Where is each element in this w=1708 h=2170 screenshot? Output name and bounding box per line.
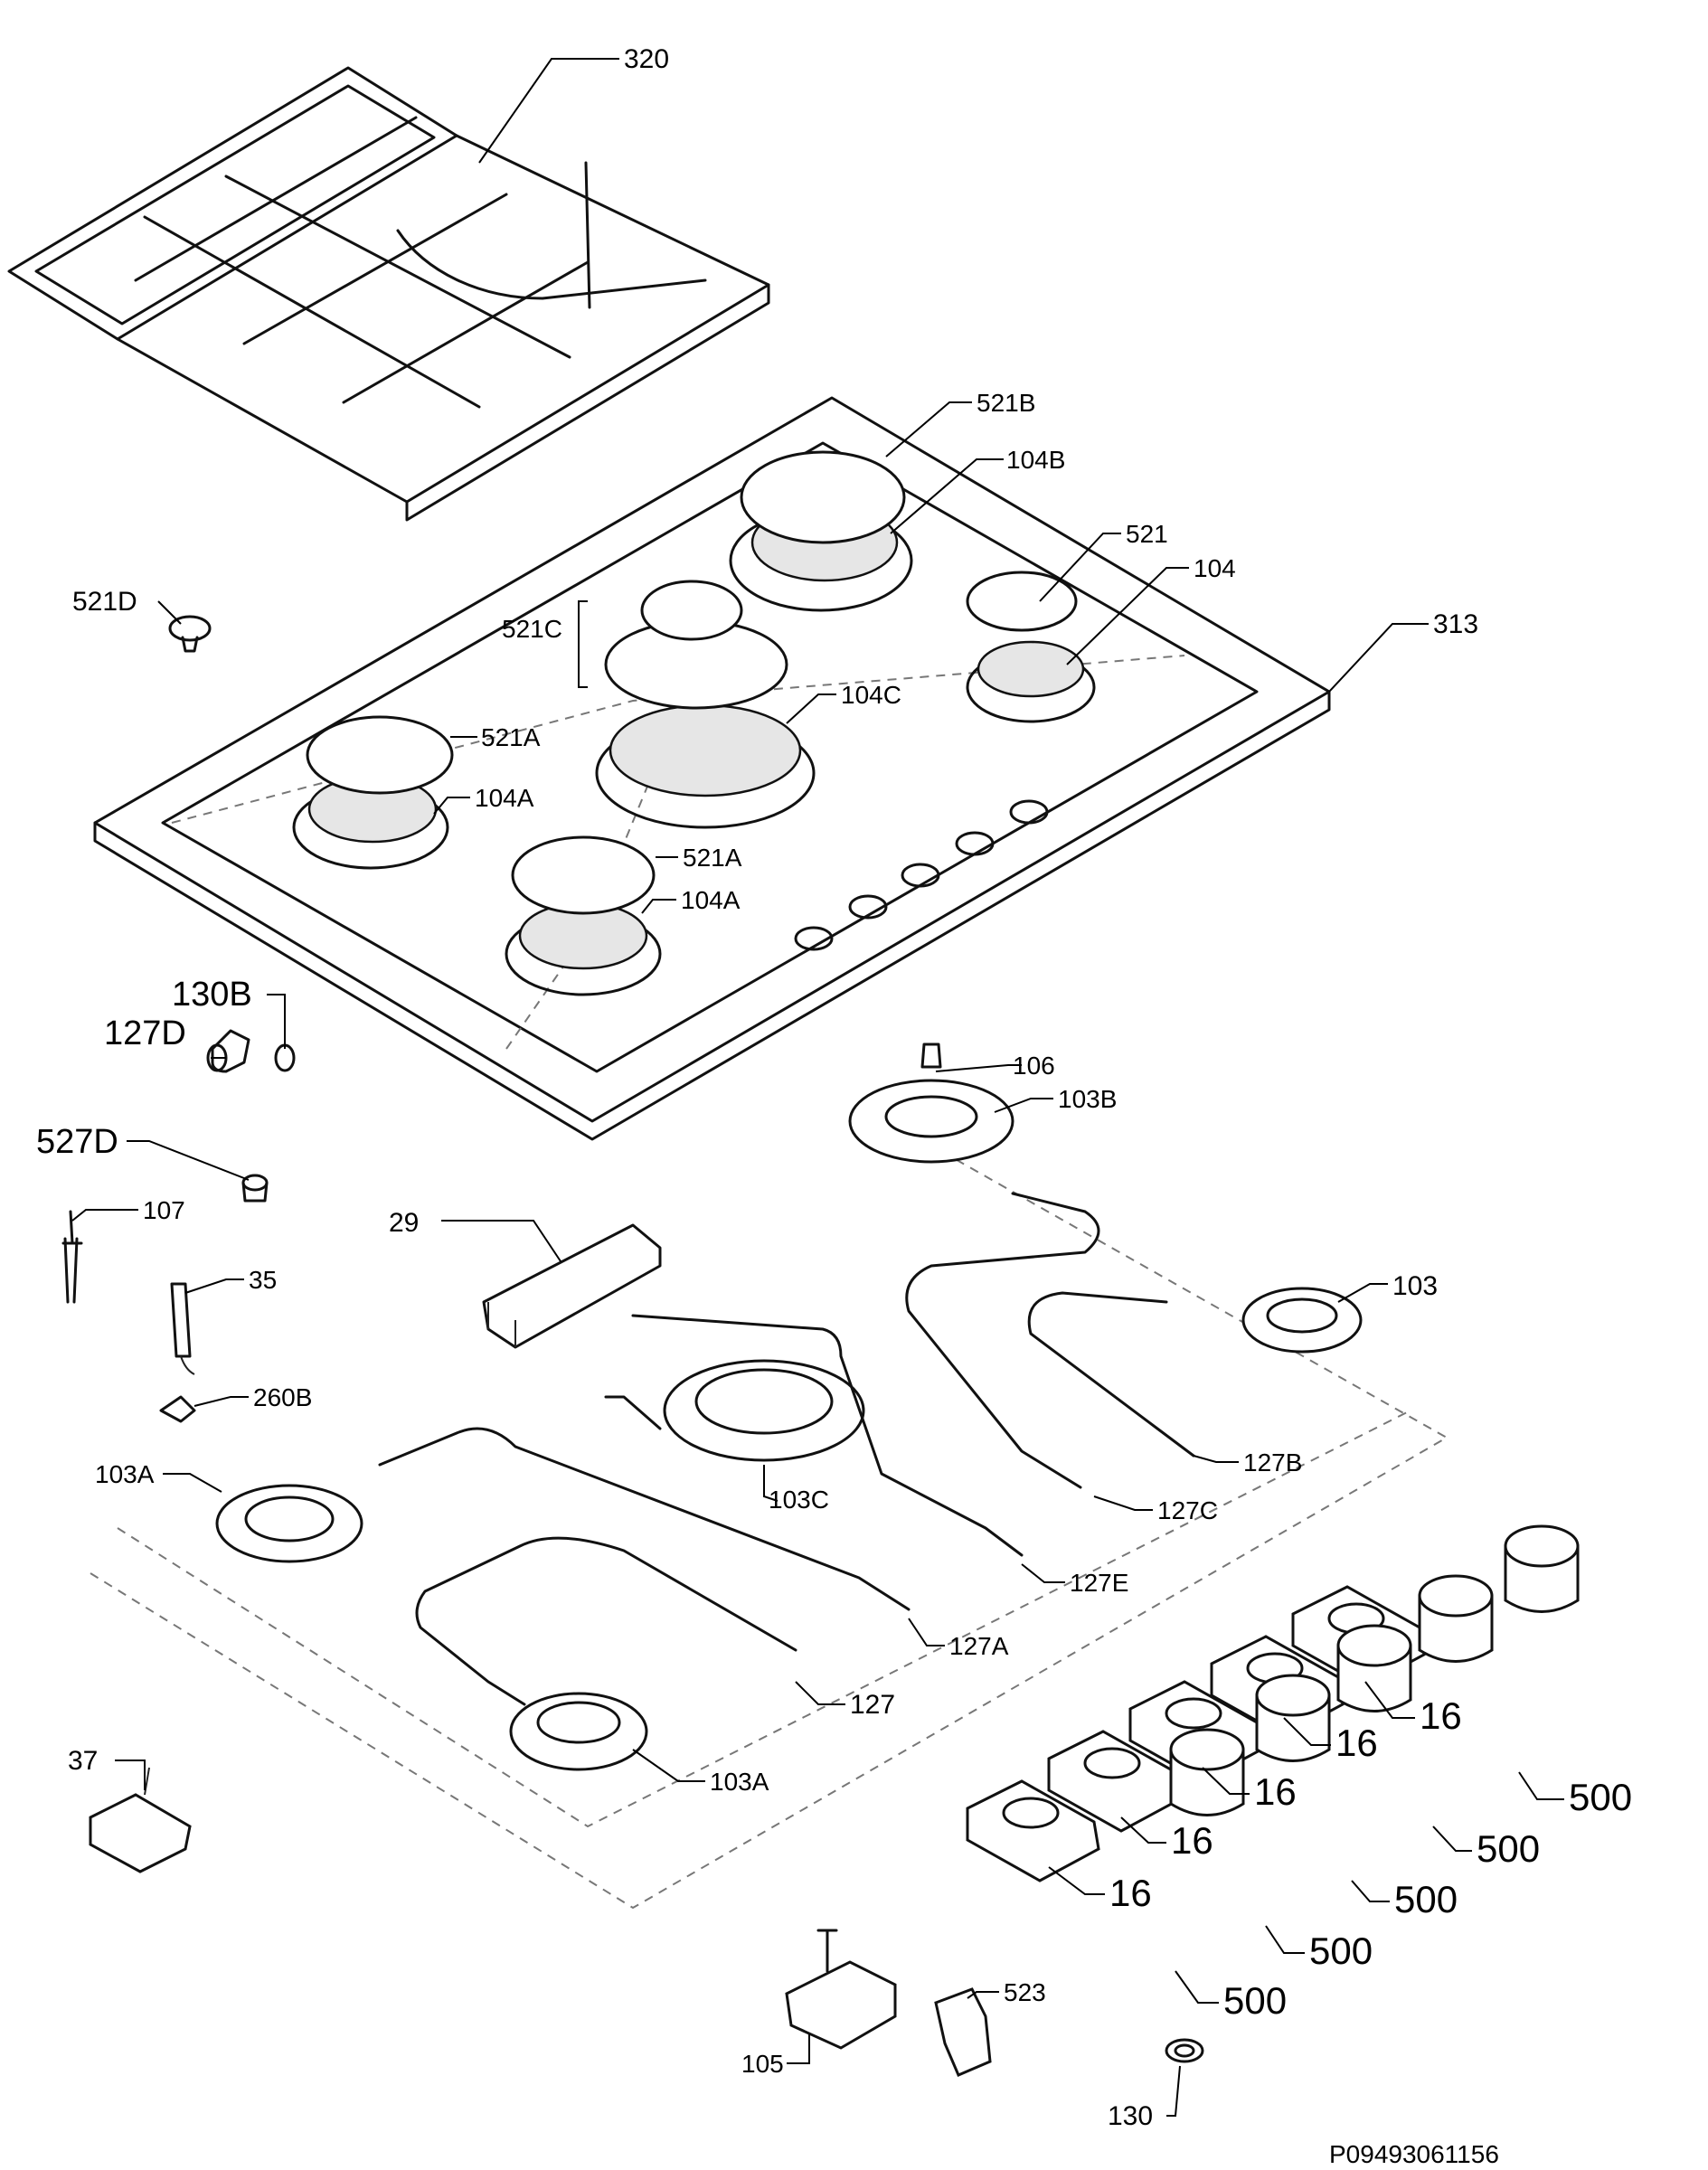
label-521B: 521B: [977, 389, 1035, 417]
label-16-2: 16: [1335, 1722, 1378, 1764]
label-130B: 130B: [172, 976, 252, 1014]
terminal-block-37: [89, 1767, 192, 1873]
base-outline: [90, 1129, 1449, 1910]
burner-cup-103C: [663, 1359, 865, 1462]
label-16-5: 16: [1109, 1872, 1152, 1914]
label-127E: 127E: [1070, 1569, 1128, 1597]
label-37: 37: [68, 1746, 98, 1776]
burner-521A-104A-left: [292, 715, 454, 870]
label-106: 106: [1013, 1052, 1055, 1080]
label-104C: 104C: [841, 681, 901, 709]
label-130: 130: [1108, 2101, 1153, 2131]
valve-105: [785, 1929, 897, 2050]
label-104B: 104B: [1006, 446, 1065, 474]
label-127A: 127A: [949, 1632, 1009, 1660]
drawing-number: P09493061156: [1329, 2140, 1499, 2168]
label-16-4: 16: [1171, 1819, 1213, 1862]
label-521A-left: 521A: [481, 723, 541, 751]
label-521D: 521D: [72, 587, 137, 617]
burner-521C-104C: [595, 580, 816, 829]
burner-521B-104B: [729, 450, 913, 612]
label-500-1: 500: [1569, 1776, 1632, 1818]
label-500-4: 500: [1309, 1929, 1373, 1972]
label-107: 107: [143, 1196, 185, 1224]
burner-521-104: [966, 571, 1096, 723]
label-500-2: 500: [1477, 1827, 1540, 1870]
label-313: 313: [1433, 609, 1478, 639]
label-16-3: 16: [1254, 1770, 1297, 1813]
label-127B: 127B: [1243, 1448, 1302, 1477]
label-527D: 527D: [36, 1123, 118, 1161]
elbow-127D-130B: [206, 1029, 296, 1073]
nut-130: [1165, 2038, 1204, 2063]
label-104A-front: 104A: [681, 886, 741, 914]
label-500-3: 500: [1394, 1878, 1458, 1920]
cap-521D: [168, 615, 212, 653]
label-104A-left: 104A: [475, 784, 534, 812]
label-103A-front: 103A: [710, 1768, 769, 1796]
label-260B: 260B: [253, 1383, 312, 1411]
part-labels: 320 521B 104B 521 104 313 521D 521C 104C…: [36, 44, 1632, 2168]
nut-527D: [241, 1174, 269, 1203]
label-521A-front: 521A: [683, 844, 742, 872]
gas-pipes: [378, 1192, 1195, 1706]
label-500-5: 500: [1223, 1979, 1287, 2022]
burner-521A-104A-front: [505, 835, 662, 996]
label-103: 103: [1392, 1271, 1438, 1301]
label-103C: 103C: [769, 1486, 829, 1514]
label-523: 523: [1004, 1978, 1046, 2006]
label-35: 35: [249, 1266, 277, 1294]
label-127D: 127D: [104, 1014, 186, 1052]
ignition-generator-29: [482, 1223, 662, 1349]
label-521: 521: [1126, 520, 1168, 548]
label-104: 104: [1194, 554, 1236, 582]
label-320: 320: [624, 44, 669, 74]
label-103A-left: 103A: [95, 1460, 155, 1488]
burner-cup-103A-left: [215, 1484, 363, 1563]
thermocouple-107: [61, 1210, 83, 1304]
burner-cup-103A-front: [509, 1692, 648, 1771]
label-103B: 103B: [1058, 1085, 1117, 1113]
label-105: 105: [741, 2050, 784, 2078]
spark-plug-35: [170, 1282, 195, 1375]
label-127C: 127C: [1157, 1496, 1218, 1524]
pan-support-grid: [7, 66, 770, 522]
label-127: 127: [850, 1690, 895, 1720]
clip-523: [934, 1987, 992, 2077]
burner-cup-103: [1241, 1287, 1363, 1354]
burner-cup-103B: [848, 1043, 1014, 1164]
clip-260B: [159, 1395, 196, 1423]
leader-lines: [71, 58, 1564, 2117]
label-16-1: 16: [1420, 1694, 1462, 1737]
label-29: 29: [389, 1208, 419, 1238]
label-521C: 521C: [502, 615, 562, 643]
